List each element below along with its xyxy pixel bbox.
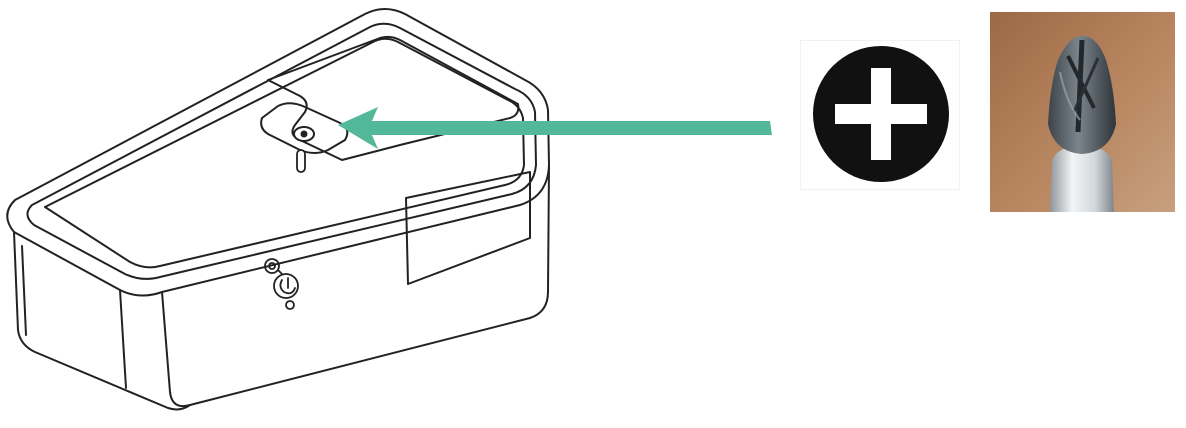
green-arrow [330,105,780,155]
device-housing [0,0,560,428]
phillips-screwdriver-bit-image [990,12,1175,212]
housing-right-side [162,165,549,406]
phillips-cross-symbol [800,40,960,190]
side-seam-inner [22,246,26,335]
power-reset-symbol [265,259,298,309]
side-seam [120,290,126,388]
